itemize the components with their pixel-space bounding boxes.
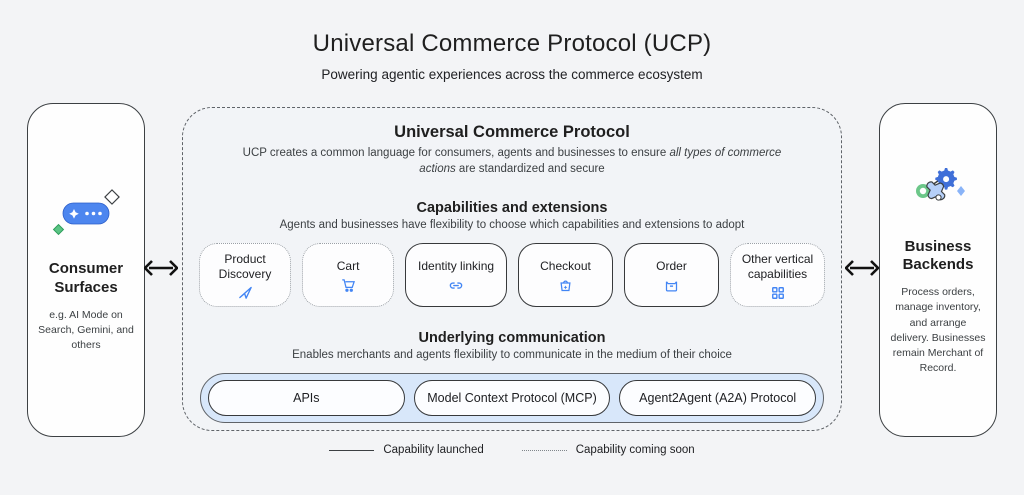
capability-card-checkout[interactable]: Checkout: [518, 243, 613, 308]
communication-title: Underlying communication: [418, 330, 606, 347]
capability-card-product-discovery[interactable]: Product Discovery: [199, 243, 292, 308]
capability-card-other-vertical[interactable]: Other vertical capabilities: [730, 243, 825, 308]
ucp-description-suffix: are standardized and secure: [455, 163, 605, 176]
capability-card-order[interactable]: Order: [624, 243, 719, 308]
dotted-line-swatch: [521, 449, 567, 451]
legend-coming-soon: Capability coming soon: [521, 444, 695, 456]
right-double-arrow-icon: [845, 260, 879, 276]
legend-coming-soon-label: Capability coming soon: [575, 444, 695, 456]
left-double-arrow-icon: [144, 260, 178, 276]
capability-label: Product Discovery: [218, 252, 272, 281]
consumer-surfaces-card: Consumer Surfaces e.g. AI Mode on Search…: [27, 103, 145, 437]
protocol-pill-mcp[interactable]: Model Context Protocol (MCP): [413, 380, 611, 417]
capabilities-row: Product Discovery Cart Identity linking …: [183, 243, 841, 308]
page-header: Universal Commerce Protocol (UCP) Poweri…: [0, 0, 1024, 82]
legend: Capability launched Capability coming so…: [0, 444, 1024, 456]
communication-bar: APIs Model Context Protocol (MCP) Agent2…: [200, 373, 824, 424]
ucp-description-italic: all types of commerce actions: [419, 147, 782, 176]
ucp-description-prefix: UCP creates a common language for consum…: [242, 147, 670, 159]
shopping-bag-icon: [558, 278, 573, 293]
protocol-pill-a2a[interactable]: Agent2Agent (A2A) Protocol: [619, 380, 817, 417]
capability-label: Identity linking: [418, 259, 495, 274]
order-box-icon: [664, 278, 679, 293]
cart-icon: [341, 278, 356, 293]
page-title: Universal Commerce Protocol (UCP): [312, 30, 712, 57]
legend-launched: Capability launched: [329, 444, 484, 456]
capability-label: Order: [656, 259, 687, 274]
capability-label: Cart: [336, 259, 360, 274]
business-backends-title: Business Backends: [902, 237, 974, 274]
ucp-description: UCP creates a common language for consum…: [232, 145, 792, 177]
protocol-pill-apis[interactable]: APIs: [208, 380, 405, 417]
business-backends-card: Business Backends Process orders, manage…: [879, 103, 997, 437]
ai-spark-pill-icon: [47, 186, 125, 244]
grid-icon: [771, 285, 785, 300]
consumer-surfaces-description: e.g. AI Mode on Search, Gemini, and othe…: [38, 308, 134, 352]
gear-integrations-icon: [899, 164, 977, 222]
communication-subtitle: Enables merchants and agents flexibility…: [292, 349, 732, 362]
capability-label: Other vertical capabilities: [741, 252, 814, 281]
legend-launched-label: Capability launched: [383, 444, 484, 456]
capability-label: Checkout: [540, 259, 591, 274]
capabilities-title: Capabilities and extensions: [416, 200, 608, 217]
capabilities-subtitle: Agents and businesses have flexibility t…: [279, 219, 745, 232]
capability-card-cart[interactable]: Cart: [302, 243, 395, 308]
page-subtitle: Powering agentic experiences across the …: [321, 67, 703, 82]
business-backends-description: Process orders, manage inventory, and ar…: [890, 286, 986, 375]
consumer-surfaces-title: Consumer Surfaces: [48, 260, 124, 297]
send-icon: [238, 285, 253, 300]
capability-card-identity-linking[interactable]: Identity linking: [405, 243, 507, 308]
ucp-panel: Universal Commerce Protocol UCP creates …: [182, 107, 842, 431]
ucp-title: Universal Commerce Protocol: [394, 123, 630, 141]
link-icon: [448, 278, 464, 293]
solid-line-swatch: [329, 449, 375, 451]
